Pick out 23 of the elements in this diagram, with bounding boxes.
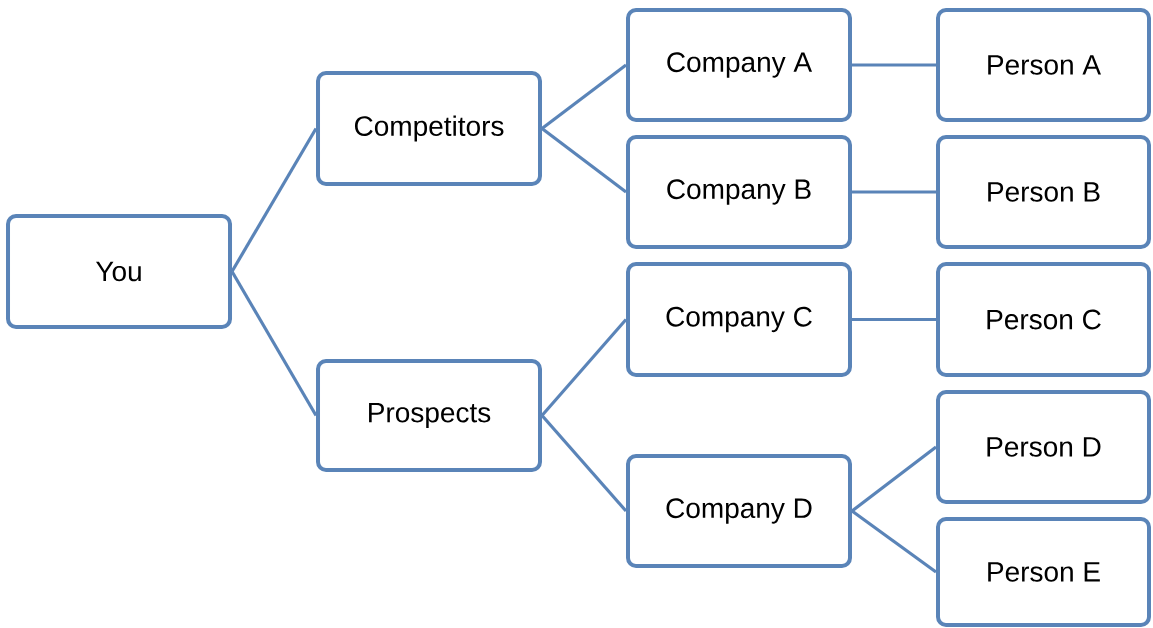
- connector-line: [541, 63, 627, 130]
- box: Person E: [936, 517, 1151, 627]
- connector-line: [540, 318, 628, 417]
- box: Company C: [626, 262, 852, 377]
- connector-line: [540, 414, 628, 513]
- connector-line: [851, 509, 937, 574]
- box: Competitors: [316, 71, 542, 186]
- box: You: [6, 214, 232, 329]
- connector-line: [852, 190, 936, 194]
- box: Person D: [936, 390, 1151, 504]
- connector-line: [541, 127, 627, 194]
- box: Company A: [626, 8, 852, 122]
- box: Person C: [936, 262, 1151, 377]
- box: Prospects: [316, 359, 542, 472]
- connector-line: [851, 445, 937, 513]
- connector-line: [852, 63, 936, 67]
- connector-line: [230, 127, 318, 273]
- box: Company D: [626, 454, 852, 568]
- connector-line: [230, 270, 318, 417]
- box: Company B: [626, 135, 852, 249]
- box: Person A: [936, 8, 1151, 122]
- connector-line: [852, 317, 936, 322]
- box: Person B: [936, 135, 1151, 249]
